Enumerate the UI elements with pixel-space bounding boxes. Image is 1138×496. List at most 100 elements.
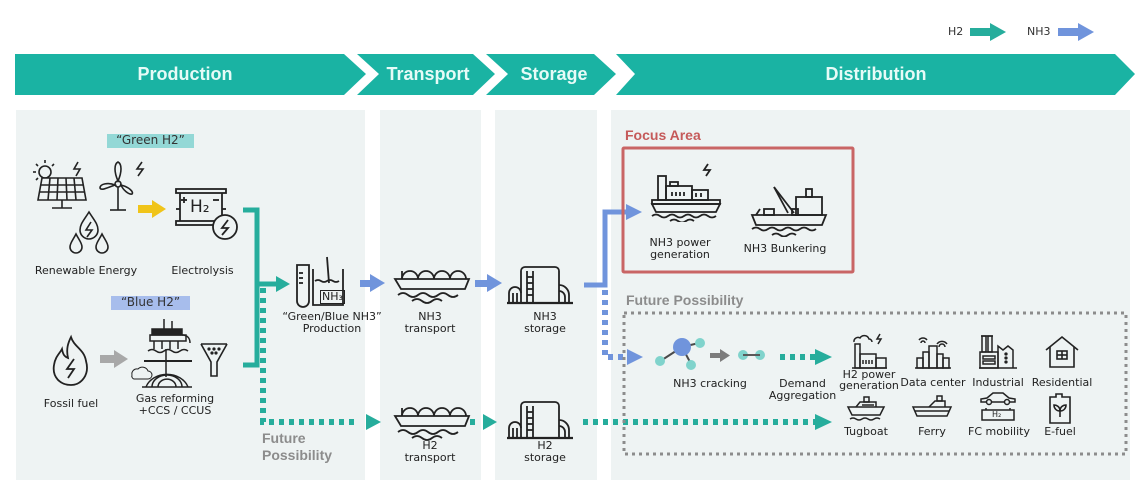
fossil-fuel-flame-icon	[52, 334, 88, 386]
nh3-molecule-h-atom-3	[686, 360, 696, 370]
h2-future-dotted-line	[260, 288, 358, 425]
nh3-transport-line-1: NH3	[418, 310, 442, 323]
cracking-arrow-shaft	[710, 353, 722, 358]
nh3-prod-to-transport-arrowhead	[370, 274, 385, 292]
nh3-storage-line-1: NH3	[533, 310, 557, 323]
stage-transport: Transport	[386, 64, 470, 84]
focus-area-box	[621, 146, 855, 274]
h2-transport-line-2: transport	[404, 451, 456, 464]
fossil-arrowhead	[114, 350, 128, 368]
use-data-center-label: Data center	[900, 376, 966, 389]
hydro-drops-icon	[69, 210, 109, 254]
use-residential-label: Residential	[1031, 376, 1093, 389]
blue-h2-tag: “Blue H2”	[111, 296, 190, 310]
nh3-cracking-label: NH3 cracking	[673, 377, 747, 390]
distribution-future-possibility-title: Future Possibility	[626, 292, 744, 308]
wind-turbine-icon	[99, 161, 145, 211]
fossil-fuel-label: Fossil fuel	[43, 397, 99, 410]
nh3-production-line-2: Production	[302, 322, 362, 335]
renewable-arrowhead	[152, 200, 166, 218]
h2-to-nh3-prod-arrowhead	[276, 276, 290, 292]
panel-production	[16, 110, 365, 480]
nh3-chem-text: NH₃	[320, 290, 345, 304]
h2-future-arrowhead-1	[366, 414, 381, 430]
use-h2-power-generation-label: H2 power generation	[838, 369, 900, 391]
h2-transport-label: H2 transport	[390, 440, 470, 464]
use-tugboat-label: Tugboat	[844, 425, 888, 438]
electrolysis-h2-text: H₂	[190, 197, 210, 217]
renewable-energy-label: Renewable Energy	[34, 264, 138, 277]
nh3-power-gen-line-1: NH3 power	[649, 236, 711, 249]
stage-storage-shape	[486, 54, 616, 95]
stage-storage: Storage	[520, 64, 588, 84]
nh3-bunkering-ship-icon	[750, 186, 828, 237]
house-icon	[1045, 335, 1079, 368]
nh3-storage-tank-icon	[507, 266, 573, 305]
data-center-icon	[915, 337, 951, 369]
fc-car-icon	[980, 392, 1016, 421]
demand-arrowhead	[815, 349, 832, 365]
stage-chevron-bar	[15, 54, 1135, 95]
stage-transport-shape	[357, 54, 495, 95]
nh3-storage-line-2: storage	[524, 322, 566, 335]
gas-reforming-ccs-icon	[131, 319, 192, 388]
nh3-molecule-h-atom-1	[655, 356, 665, 366]
h2-carrier-ship-icon	[393, 407, 471, 441]
use-ferry-label: Ferry	[918, 425, 946, 438]
h2-storage-line-2: storage	[524, 451, 566, 464]
legend-nh3-label: NH3	[1027, 25, 1051, 38]
nh3-power-generation-label: NH3 power generation	[640, 237, 720, 261]
demand-line-1: Demand	[779, 377, 826, 390]
solar-panel-icon	[33, 160, 87, 209]
use-e-fuel-label: E-fuel	[1044, 425, 1076, 438]
production-future-line-1: Future	[262, 430, 306, 446]
nh3-prod-to-transport-shaft	[360, 280, 372, 287]
nh3-molecule-h-atom-2	[695, 338, 705, 348]
stage-distribution: Distribution	[825, 64, 927, 84]
green-h2-tag: “Green H2”	[107, 134, 194, 148]
legend-nh3-arrow-icon	[1058, 23, 1094, 41]
power-plant-icon	[852, 333, 887, 369]
factory-icon	[979, 335, 1017, 369]
nh3-power-gen-line-2: generation	[650, 248, 710, 261]
h2-storage-tank-icon	[507, 401, 573, 440]
nh3-transport-label: NH3 transport	[390, 311, 470, 335]
electrolysis-label: Electrolysis	[171, 264, 234, 277]
nh3-power-generation-ship-icon	[650, 163, 722, 222]
electrolysis-icon	[175, 188, 238, 240]
production-future-line-2: Possibility	[262, 447, 333, 463]
e-fuel-can-icon	[1049, 393, 1071, 424]
nh3-production-label: “Green/Blue NH3” Production	[282, 311, 382, 335]
cracking-arrowhead	[720, 349, 730, 362]
nh3-to-focus-arrowhead	[626, 204, 642, 220]
stage-distribution-shape	[616, 54, 1135, 95]
h2-transport-line-1: H2	[422, 439, 438, 452]
nh3-carrier-ship-icon	[393, 270, 471, 304]
use-industrial-label: Industrial	[972, 376, 1024, 389]
nh3-to-cracking-arrowhead	[627, 349, 643, 365]
nh3-to-cracking-dotted-line	[602, 290, 625, 360]
nh3-transport-line-2: transport	[404, 322, 456, 335]
h2-bracket-line	[243, 207, 260, 368]
use-fc-mobility-label: FC mobility	[968, 425, 1030, 438]
stage-production: Production	[137, 64, 233, 84]
panel-distribution	[611, 110, 1130, 480]
nh3-production-beaker-icon	[296, 256, 344, 308]
gas-reforming-label: Gas reforming +CCS / CCUS	[130, 393, 220, 417]
nh3-storage-label: NH3 storage	[500, 311, 590, 335]
demand-aggregation-label: Demand Aggregation	[765, 378, 840, 402]
nh3-transport-to-storage-shaft	[475, 280, 489, 287]
ferry-icon	[911, 395, 953, 417]
h2-storage-line-1: H2	[537, 439, 553, 452]
tugboat-icon	[846, 396, 886, 421]
h2-future-arrowhead-3	[815, 414, 832, 430]
stage-production-shape	[15, 54, 366, 95]
focus-area-title: Focus Area	[625, 127, 701, 143]
nh3-bunkering-label: NH3 Bunkering	[743, 242, 827, 255]
nh3-production-line-1: “Green/Blue NH3”	[282, 310, 382, 323]
nh3-transport-to-storage-arrowhead	[487, 274, 502, 292]
h2-storage-label: H2 storage	[500, 440, 590, 464]
renewable-arrow-shaft	[138, 205, 154, 213]
panel-storage	[495, 110, 597, 480]
